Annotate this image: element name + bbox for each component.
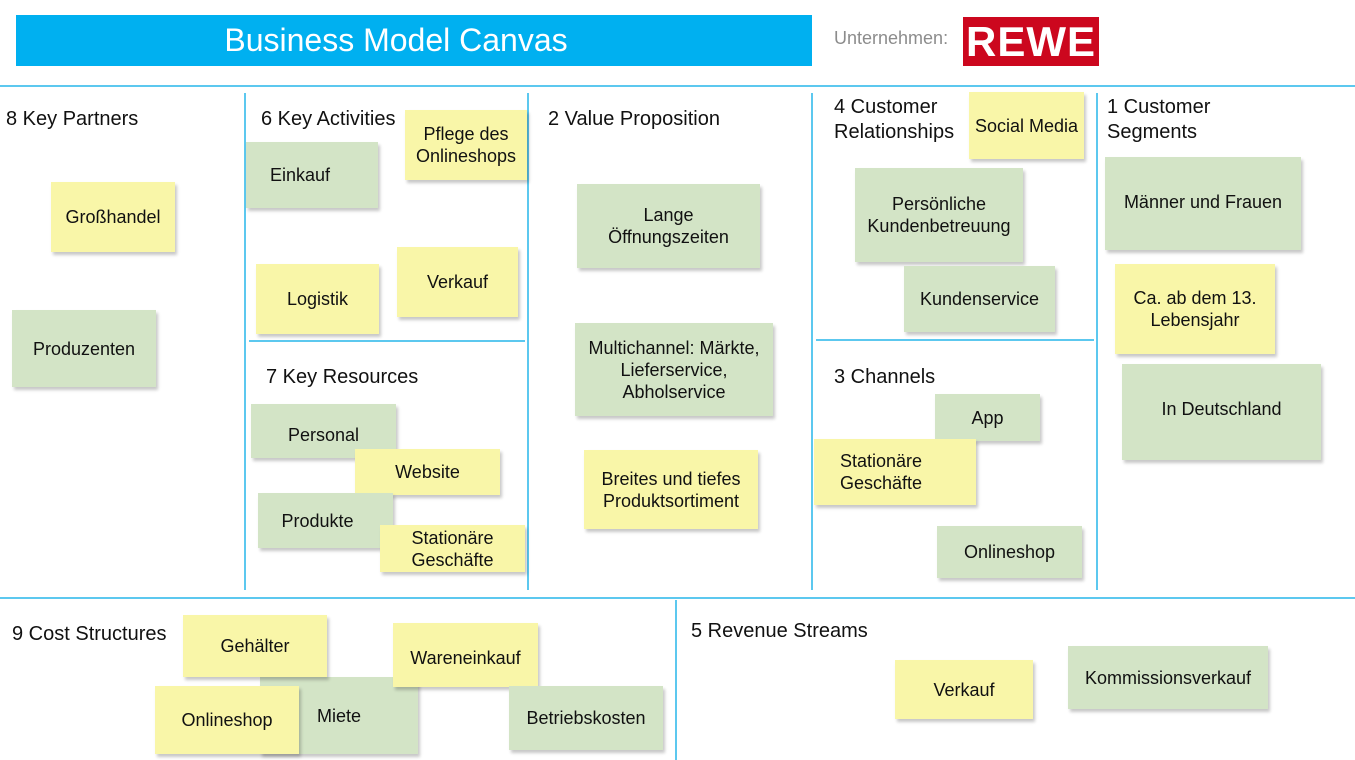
sticky-note: Männer und Frauen	[1105, 157, 1301, 250]
section-title-key-activities: 6 Key Activities	[261, 108, 396, 130]
sticky-note: Einkauf	[246, 142, 378, 208]
sticky-note: Verkauf	[397, 247, 518, 317]
sticky-note: In Deutschland	[1122, 364, 1321, 460]
grid-line-activities-resources	[249, 340, 525, 342]
canvas-title: Business Model Canvas	[224, 22, 568, 58]
grid-line-v3	[811, 93, 813, 590]
sticky-note: Produkte	[258, 493, 393, 548]
grid-line-relationships-channels	[816, 339, 1094, 341]
sticky-note: Großhandel	[51, 182, 175, 252]
sticky-note: Social Media	[969, 92, 1084, 159]
section-title-cost-structures: 9 Cost Structures	[12, 623, 167, 645]
sticky-note: App	[935, 394, 1040, 441]
sticky-note: Onlineshop	[937, 526, 1082, 578]
section-title-customer-relationships: 4 Customer Relationships	[834, 96, 955, 143]
section-title-key-partners: 8 Key Partners	[6, 108, 139, 130]
section-title-customer-segments: 1 Customer Segments	[1107, 96, 1211, 143]
grid-line-top	[0, 85, 1355, 87]
grid-line-v1	[244, 93, 246, 590]
grid-line-v4	[1096, 93, 1098, 590]
sticky-note: Logistik	[256, 264, 379, 334]
grid-line-v2	[527, 93, 529, 590]
sticky-note: Breites und tiefes Produktsortiment	[584, 450, 758, 529]
section-title-revenue-streams: 5 Revenue Streams	[691, 620, 868, 642]
sticky-note: Produzenten	[12, 310, 156, 387]
sticky-note: Persönliche Kundenbetreuung	[855, 168, 1023, 262]
company-label: Unternehmen:	[834, 28, 949, 48]
sticky-note: Lange Öffnungszeiten	[577, 184, 760, 268]
grid-line-bottom	[0, 597, 1355, 599]
canvas-title-bar: Business Model Canvas	[16, 15, 812, 66]
sticky-note: Betriebskosten	[509, 686, 663, 750]
sticky-note: Verkauf	[895, 660, 1033, 719]
sticky-note: Website	[355, 449, 500, 495]
sticky-note: Kommissionsverkauf	[1068, 646, 1268, 709]
sticky-note: Ca. ab dem 13. Lebensjahr	[1115, 264, 1275, 354]
section-title-key-resources: 7 Key Resources	[266, 366, 419, 388]
sticky-note: Pflege des Onlineshops	[405, 110, 527, 180]
sticky-note: Kundenservice	[904, 266, 1055, 332]
sticky-note: Stationäre Geschäfte	[380, 525, 525, 572]
sticky-note: Multichannel: Märkte, Lieferservice, Abh…	[575, 323, 773, 416]
sticky-note: Onlineshop	[155, 686, 299, 754]
sticky-note: Wareneinkauf	[393, 623, 538, 687]
sticky-note: Stationäre Geschäfte	[814, 439, 976, 505]
grid-line-v5	[675, 600, 677, 760]
sticky-note: Gehälter	[183, 615, 327, 677]
section-title-channels: 3 Channels	[834, 366, 936, 388]
rewe-logo: REWE	[963, 17, 1099, 66]
section-title-value-proposition: 2 Value Proposition	[548, 108, 720, 130]
